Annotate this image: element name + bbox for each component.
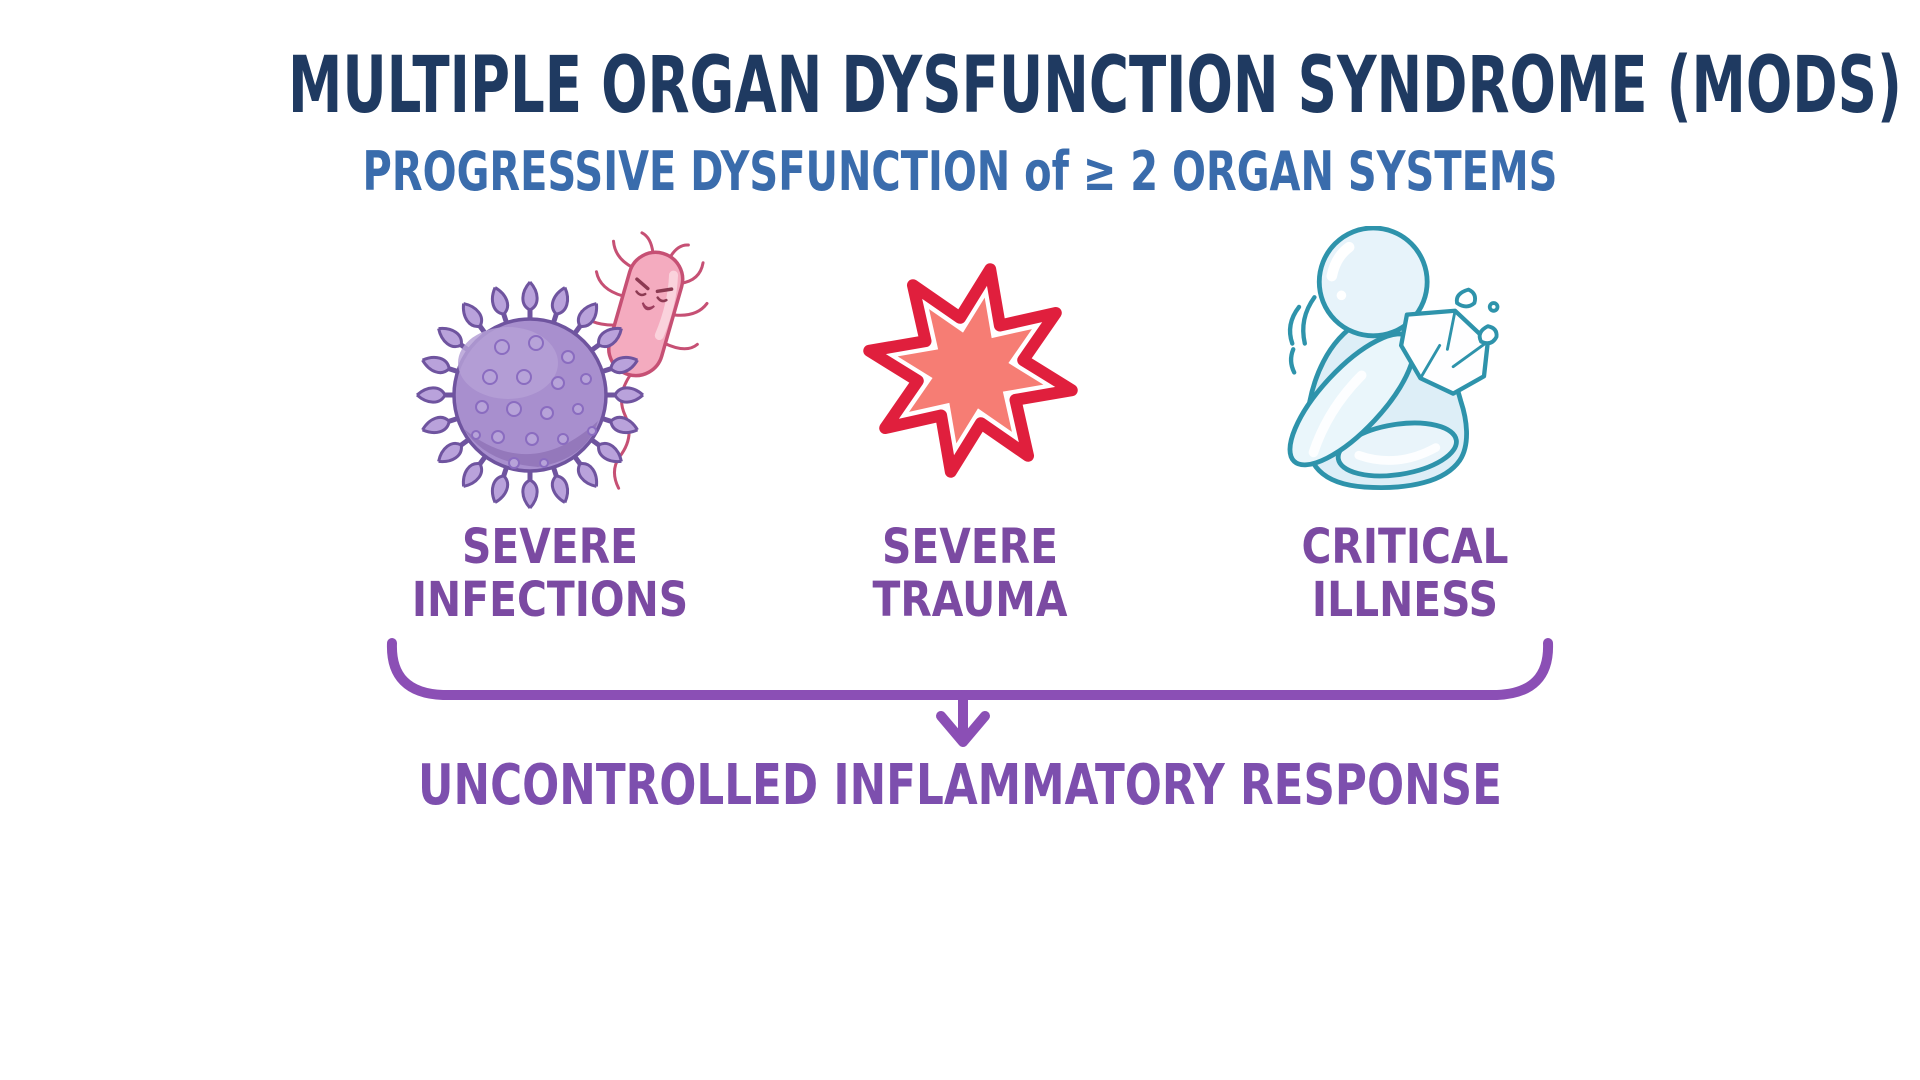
brace-and-arrow (385, 636, 1555, 768)
result-label: UNCONTROLLED INFLAMMATORY RESPONSE (418, 753, 1502, 818)
cause-item-severe-trauma: SEVERE TRAUMA (785, 225, 1155, 627)
page-title: MULTIPLE ORGAN DYSFUNCTION SYNDROME (MOD… (288, 41, 1902, 131)
starburst-icon (862, 262, 1078, 478)
virus-icon (417, 282, 643, 508)
tissue-icon (1398, 308, 1491, 396)
cause-item-severe-infections: SEVERE INFECTIONS (365, 225, 735, 627)
down-arrow-icon (936, 690, 990, 747)
severe-infections-illustration (365, 225, 735, 515)
cause-item-critical-illness: CRITICAL ILLNESS (1220, 225, 1590, 627)
bacterium-icon (580, 231, 709, 490)
cause-label-severe-infections: SEVERE INFECTIONS (411, 519, 689, 628)
page-subtitle: PROGRESSIVE DYSFUNCTION of ≥ 2 ORGAN SYS… (362, 140, 1558, 203)
critical-illness-illustration (1220, 225, 1590, 515)
virus-and-bacterium-icon (390, 231, 709, 515)
cause-label-severe-trauma: SEVERE TRAUMA (872, 519, 1068, 628)
curly-brace-icon (386, 638, 1554, 700)
shiver-lines-icon (1287, 294, 1317, 375)
severe-trauma-illustration (785, 225, 1155, 515)
cause-label-critical-illness: CRITICAL ILLNESS (1301, 519, 1509, 628)
droplets-icon (1454, 287, 1500, 345)
sick-person-icon (1287, 225, 1500, 490)
